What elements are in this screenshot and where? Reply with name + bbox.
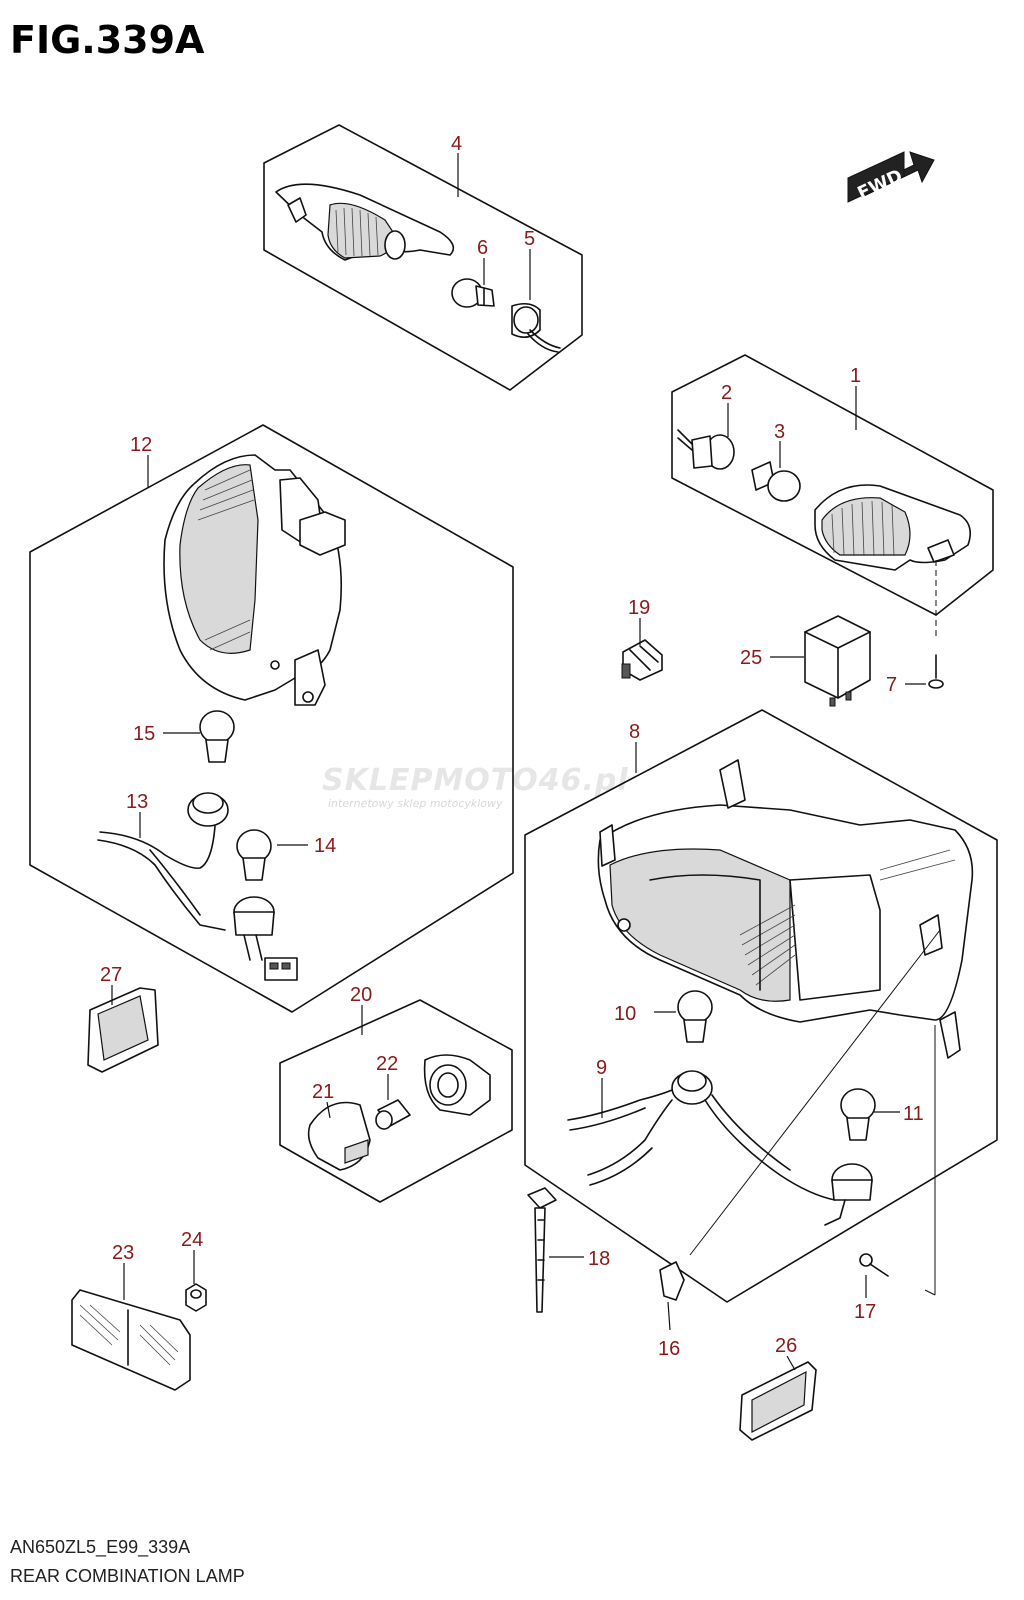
callout-14: 14: [314, 835, 336, 857]
callout-27: 27: [100, 964, 122, 986]
callout-23: 23: [112, 1242, 134, 1264]
callout-12: 12: [130, 434, 152, 456]
callout-4: 4: [451, 133, 462, 155]
bulb-14: [236, 829, 272, 881]
reflector-27: [87, 987, 159, 1073]
bulb-15: [199, 710, 235, 763]
group-box-12: [29, 424, 514, 1013]
callout-6: 6: [477, 237, 488, 259]
bulb-11: [840, 1088, 876, 1141]
callout-7: 7: [886, 674, 897, 696]
callout-22: 22: [376, 1053, 398, 1075]
socket-2: [677, 429, 735, 470]
callout-2: 2: [721, 382, 732, 404]
clip-19: [621, 639, 663, 681]
callout-5: 5: [524, 228, 535, 250]
fwd-direction-badge: FWD: [847, 151, 935, 204]
callout-8: 8: [629, 721, 640, 743]
socket-13: [97, 792, 229, 931]
screw-7: [928, 654, 944, 689]
figure-code: AN650ZL5_E99_339A: [10, 1537, 191, 1557]
callout-13: 13: [126, 791, 148, 813]
callout-9: 9: [596, 1057, 607, 1079]
fwd-arrow-icon: [847, 151, 905, 203]
callout-15: 15: [133, 723, 155, 745]
callout-3: 3: [774, 421, 785, 443]
callout-11: 11: [903, 1103, 924, 1125]
watermark-brand: SKLEPMOTO46.pl: [322, 763, 629, 798]
leader-lines: [111, 153, 926, 1371]
figure-title: FIG.339A: [10, 18, 205, 62]
socket-9: [567, 1070, 836, 1201]
group-box-1: [671, 354, 994, 640]
socket-lower-right: [824, 1163, 873, 1226]
reflector-26: [739, 1361, 817, 1441]
bulb-22: [375, 1099, 411, 1130]
bulb-10: [677, 990, 713, 1043]
callout-25: 25: [740, 647, 762, 669]
callout-18: 18: [588, 1248, 610, 1270]
cushion-16: [659, 1261, 685, 1301]
group-box-20: [279, 999, 513, 1203]
callout-labels: 4 6 5 1 2 3 7 25 19 8 12 15 13 14 20 21 …: [100, 133, 924, 1360]
bulb-3: [751, 461, 801, 502]
reflector-23: [71, 1289, 191, 1391]
group-box-8: [524, 709, 998, 1303]
cover-21: [307, 1101, 371, 1171]
cable-tie-18: [527, 1187, 557, 1313]
bulb-6: [451, 278, 495, 308]
group-box-4: [263, 124, 583, 391]
callout-1: 1: [850, 365, 861, 387]
callout-20: 20: [350, 984, 372, 1006]
callout-10: 10: [614, 1003, 636, 1025]
figure-caption: REAR COMBINATION LAMP: [10, 1566, 245, 1586]
callout-16: 16: [658, 1338, 680, 1360]
nut-24: [185, 1283, 207, 1312]
socket-5: [511, 302, 561, 353]
callout-17: 17: [854, 1301, 876, 1323]
callout-21: 21: [312, 1081, 334, 1103]
screw-17: [859, 1253, 889, 1277]
watermark: SKLEPMOTO46.pl internetowy sklep motocyk…: [322, 763, 629, 810]
socket-connector-group-12: [233, 896, 298, 981]
relay-25: [804, 615, 871, 707]
callout-19: 19: [628, 597, 650, 619]
callout-26: 26: [775, 1335, 797, 1357]
watermark-tagline: internetowy sklep motocyklowy: [328, 797, 503, 810]
callout-24: 24: [181, 1229, 203, 1251]
